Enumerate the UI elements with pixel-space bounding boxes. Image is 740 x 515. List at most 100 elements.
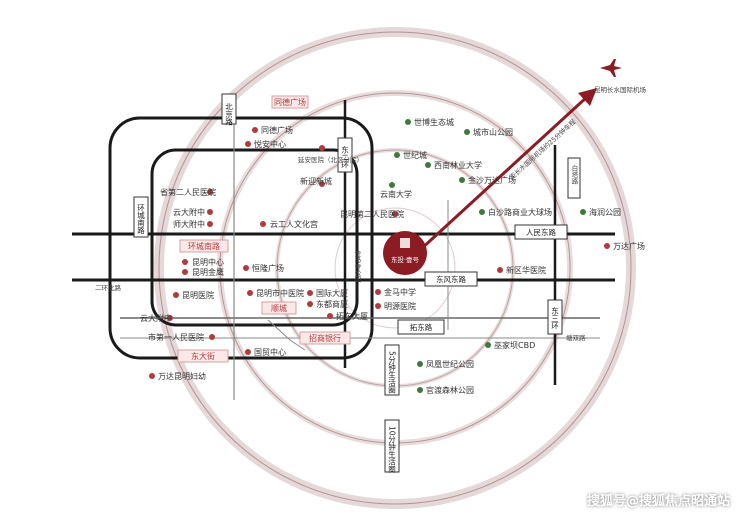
svg-text:师大附中: 师大附中 [173,219,205,229]
svg-text:新迎新城: 新迎新城 [300,176,332,186]
svg-text:云南大学: 云南大学 [380,189,412,199]
svg-text:人民东路: 人民东路 [526,227,556,237]
svg-text:白沙路商业大球场: 白沙路商业大球场 [488,207,552,217]
poi-swfu: 西南林业大学 [425,160,482,170]
svg-text:拓东路: 拓东路 [410,322,433,332]
svg-text:恒隆广场: 恒隆广场 [252,263,284,273]
svg-text:东都商厦: 东都商厦 [316,299,348,309]
poi-yunda-fz-east: 万达广场 [604,241,645,251]
road-tag-dongsanhuan: 东三环 [547,299,563,335]
poi-jinma-school: 金马中学 [375,287,416,297]
svg-text:国际大厦: 国际大厦 [316,288,348,298]
poi-intl-building: 国际大厦 [307,288,348,298]
road-tag-tuodong: 拓东路 [397,319,445,335]
poi-trade-center: 国贸中心 [245,347,286,357]
road-tag-10min: 10分钟生活圈 [384,419,400,474]
road-tag-huancheng: 环城南路 [133,196,149,238]
poi-dongdu: 东都商厦 [307,299,348,309]
poi-yunda-fz: 云大附中 [173,207,213,217]
svg-text:招商银行: 招商银行 [309,333,341,343]
svg-text:西南林业大学: 西南林业大学 [434,160,482,170]
poi-chengshan: 城市山公园 [464,127,513,137]
poi-workers-palace: 云工人文化宫 [260,219,318,229]
diagonal-road [267,319,306,351]
svg-text:海润公园: 海润公园 [589,207,621,217]
svg-text:同德广场: 同德广场 [274,97,306,107]
area-tag-wanda: 招商银行 [299,331,351,345]
poi-tuodong-building: 拓东大厦 [327,311,368,321]
svg-text:云工人文化宫: 云工人文化宫 [270,219,318,229]
poi-1st-hospital: 市第一人民医院 [148,332,215,342]
svg-text:5分钟生活圈: 5分钟生活圈 [387,351,396,394]
poi-km-2nd-hospital: 昆明第二人民医院 [340,209,404,219]
svg-text:城市山公园: 城市山公园 [473,127,513,137]
svg-text:悦安中心: 悦安中心 [254,139,286,149]
svg-text:昆明第二人民医院: 昆明第二人民医院 [340,209,404,219]
poi-shijicheng: 世纪城 [394,150,427,160]
project-marker [383,231,427,275]
svg-text:拓东大厦: 拓东大厦 [336,311,368,321]
airport-route [418,94,590,252]
svg-text:东风东路: 东风东路 [436,274,466,284]
area-tag-tongde: 同德广场 [271,95,309,109]
poi-ynu: 云南大学 [380,182,412,199]
ring-road-1 [108,116,374,360]
svg-text:明源医院: 明源医院 [384,301,416,311]
svg-text:延安医院（北区分院）: 延安医院（北区分院） [298,155,363,164]
poi-wanda-women: 万达昆明妇幼 [149,371,206,381]
poi-hairun: 海润公园 [580,207,621,217]
road-tag-5min: 5分钟生活圈 [384,344,400,396]
poi-cmb: 云大附中 [140,313,173,323]
poi-tcm-hospital: 昆明市中医院 [247,288,304,298]
poi-shida-fz: 师大附中 [173,219,213,229]
poi-yanan-hospital: 延安医院（北区分院） [298,145,363,164]
poi-yuean: 悦安中心 [245,139,286,149]
svg-text:白塔路: 白塔路 [570,164,578,186]
svg-text:世博生态城: 世博生态城 [414,117,454,127]
svg-text:凤凰世纪公园: 凤凰世纪公园 [426,359,474,369]
road-tag-baita: 白塔路 [567,157,581,199]
area-tag-huancheng: 环城南路 [179,239,229,253]
poi-xinying: 新迎新城 [300,176,332,187]
poi-baisha: 白沙路商业大球场 [479,207,552,217]
svg-text:昆明市中医院: 昆明市中医院 [256,288,304,298]
svg-text:金沙万达广场: 金沙万达广场 [468,175,516,185]
project-name: 东投·壹号 [391,255,420,264]
svg-text:新区华医院: 新区华医院 [506,265,546,275]
svg-text:昆明金鹰: 昆明金鹰 [192,267,224,277]
svg-text:东二环: 东二环 [340,145,349,170]
svg-text:万达广场: 万达广场 [613,241,645,251]
poi-xinqu-hospital: 新区华医院 [497,265,546,275]
svg-text:金马中学: 金马中学 [384,287,416,297]
poi-phoenix: 巫家坝CBD [485,340,535,350]
svg-text:官渡森林公园: 官渡森林公园 [426,385,474,395]
road-ring2-north: 二环北路 [95,283,122,292]
svg-text:北京路: 北京路 [224,103,233,126]
airport-icon [600,59,622,77]
svg-text:云大附中: 云大附中 [173,207,205,217]
poi-kunming-jinying: 昆明金鹰 [182,267,224,277]
svg-text:国贸中心: 国贸中心 [254,347,286,357]
svg-text:万达昆明妇幼: 万达昆明妇幼 [158,371,206,381]
poi-kunming-center: 昆明中心 [182,257,224,267]
svg-text:巫家坝CBD: 巫家坝CBD [494,340,535,350]
poi-km-hospital: 昆明医院 [173,290,214,300]
poi-pd: 凤凰世纪公园 [417,359,474,369]
road-tag-beijing: 北京路 [221,93,237,126]
svg-text:云大附中: 云大附中 [140,313,172,323]
area-tag-shuncheng: 顺城 [261,301,297,315]
road-jinma: 金马寺公园 [353,249,361,284]
airport-arrow-head [578,88,597,106]
svg-text:市第一人民医院: 市第一人民医院 [148,332,204,342]
svg-text:环城南路: 环城南路 [188,241,220,251]
poi-guandu-forest: 官渡森林公园 [417,385,474,395]
svg-text:10分钟生活圈: 10分钟生活圈 [387,426,396,474]
svg-text:世纪城: 世纪城 [403,150,427,160]
svg-text:昆明医院: 昆明医院 [182,290,214,300]
poi-green-list: 世博生态城 西南林业大学 金沙万达广场 云南大学 白沙路商业大球场 海润公园 世… [380,117,621,395]
poi-province-2nd: 省第二人民医院 [160,187,216,197]
watermark: 搜狐号@搜狐焦点昭通站 [586,494,730,509]
svg-text:昆明中心: 昆明中心 [192,257,224,267]
poi-shibo: 世博生态城 [405,117,454,127]
